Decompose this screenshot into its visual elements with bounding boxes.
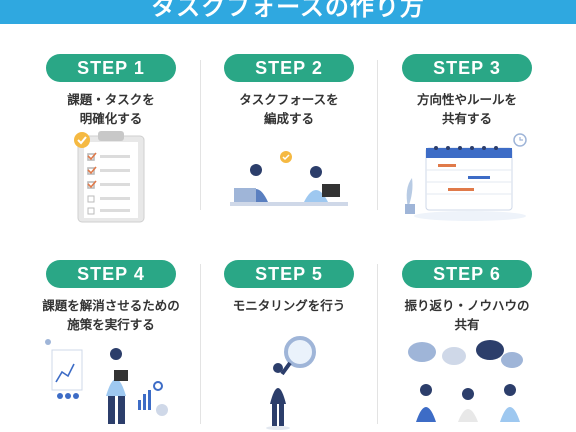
step-6-description: 振り返り・ノウハウの 共有 <box>378 296 556 334</box>
step-4-description: 課題を解消させるための 施策を実行する <box>22 296 200 334</box>
step-3-line1: 方向性やルールを <box>416 92 517 107</box>
step-1-card: STEP 1 課題・タスクを 明確化する <box>22 54 200 224</box>
presentation-charts-icon <box>45 339 168 424</box>
step-5-badge: STEP 5 <box>224 260 354 288</box>
header-banner: タスクフォースの作り方 <box>0 0 576 24</box>
step-3-badge: STEP 3 <box>402 54 532 82</box>
step-3-description: 方向性やルールを 共有する <box>378 90 556 128</box>
step-2-line2: 編成する <box>263 111 314 126</box>
step-2-line1: タスクフォースを <box>239 92 339 107</box>
step-2-card: STEP 2 タスクフォースを 編成する <box>200 54 378 224</box>
step-5-description: モニタリングを行う <box>200 296 378 315</box>
people-speech-bubbles-icon <box>408 340 523 422</box>
step-6-line1: 振り返り・ノウハウの <box>404 298 530 313</box>
step-2-description: タスクフォースを 編成する <box>200 90 378 128</box>
step-1-badge: STEP 1 <box>46 54 176 82</box>
page-title: タスクフォースの作り方 <box>151 0 425 21</box>
step-1-line1: 課題・タスクを <box>67 92 155 107</box>
step-6-line2: 共有 <box>454 317 480 332</box>
step-2-badge: STEP 2 <box>224 54 354 82</box>
step-5-card: STEP 5 モニタリングを行う <box>200 260 378 430</box>
column-divider-3 <box>200 264 201 424</box>
step-4-badge: STEP 4 <box>46 260 176 288</box>
step-6-card: STEP 6 振り返り・ノウハウの 共有 <box>378 260 556 430</box>
person-magnifier-icon <box>266 336 316 430</box>
calendar-schedule-icon <box>405 133 527 221</box>
team-meeting-icon <box>230 151 348 206</box>
step-1-line2: 明確化する <box>79 111 143 126</box>
column-divider-2 <box>377 60 378 210</box>
step-4-card: STEP 4 課題を解消させるための 施策を実行する <box>22 260 200 430</box>
column-divider-1 <box>200 60 201 210</box>
step-3-card: STEP 3 方向性やルールを 共有する <box>378 54 556 224</box>
step-5-line1: モニタリングを行う <box>232 298 346 313</box>
step-1-description: 課題・タスクを 明確化する <box>22 90 200 128</box>
step-3-line2: 共有する <box>441 111 492 126</box>
checklist-clipboard-icon <box>74 131 145 223</box>
step-6-badge: STEP 6 <box>402 260 532 288</box>
step-4-line2: 施策を実行する <box>67 317 155 332</box>
step-4-line1: 課題を解消させるための <box>42 298 180 313</box>
column-divider-4 <box>377 264 378 424</box>
